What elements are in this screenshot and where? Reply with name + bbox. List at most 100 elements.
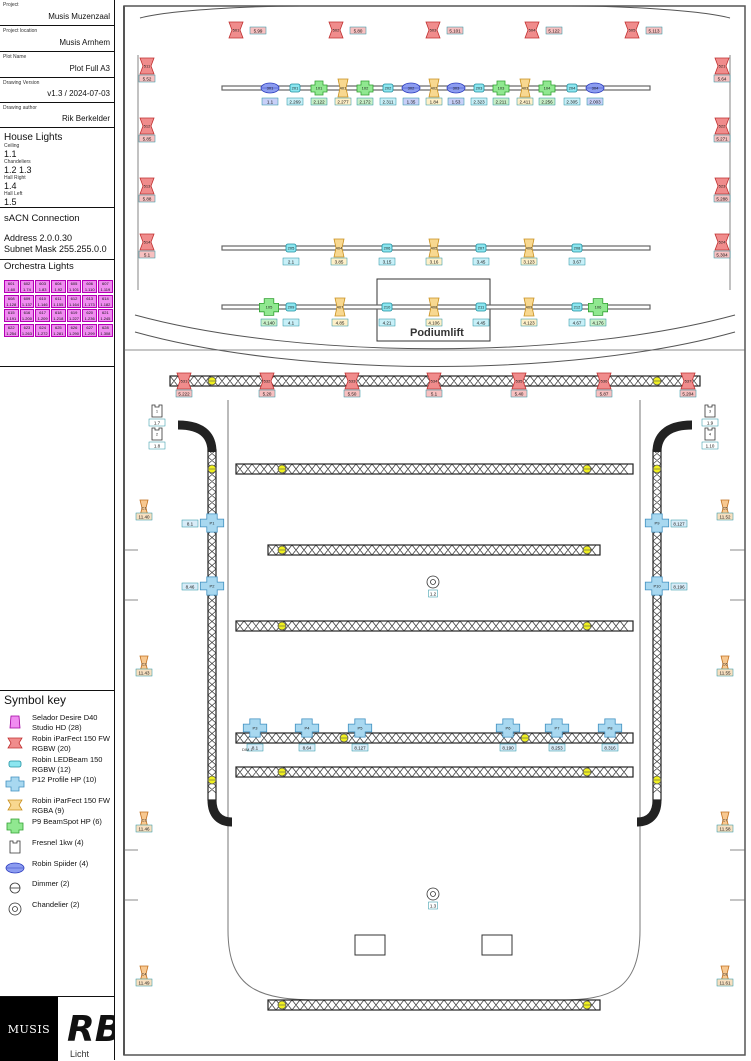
clamp-2 — [277, 464, 287, 474]
orchestra-cell-id: 604 — [54, 281, 62, 286]
truss-5 — [235, 732, 634, 744]
fixture-addr: 5.80 — [349, 26, 367, 35]
fixture-id: 511 — [144, 64, 151, 69]
key-row-selador: Selador Desire D40 Studio HD (28) — [0, 711, 114, 733]
fixture-addr: 1.1 — [261, 97, 279, 106]
fixture-P2: P2 8.46 — [181, 576, 225, 596]
fixture-addr: 8.1 — [246, 743, 264, 752]
fixture-id: 101 — [316, 86, 323, 91]
fixture-addr: 2.305 — [563, 97, 581, 106]
clamp-13 — [520, 733, 530, 743]
fixture-id: 513 — [144, 184, 151, 189]
fixture-id: 104 — [544, 86, 551, 91]
fixture-addr: 5.288 — [713, 194, 731, 203]
svg-text:5.304: 5.304 — [716, 253, 728, 258]
orchestra-cell-id: 627 — [86, 324, 94, 330]
ledbeam-icon — [8, 760, 22, 767]
clamp-9 — [582, 621, 592, 631]
svg-text:1.53: 1.53 — [452, 100, 461, 105]
house-hall-left-value: 1.5 — [4, 197, 17, 207]
svg-text:1.2: 1.2 — [430, 592, 437, 597]
fixture-id: 524 — [719, 240, 726, 245]
drawing-author: Rik Berkelder — [61, 114, 110, 123]
fixture-addr: 11.49 — [135, 978, 153, 987]
rb-licht-logo: RB Licht — [58, 997, 122, 1061]
fixture-addr: 8.46 — [181, 582, 199, 591]
fixture-addr: 3.67 — [568, 257, 586, 266]
fixture-addr: 8.127 — [670, 519, 688, 528]
fixture-id: 212 — [574, 305, 581, 310]
sacn-subnet: Subnet Mask 255.255.0.0 — [4, 244, 107, 254]
truss-2 — [235, 463, 634, 475]
svg-text:2.411: 2.411 — [520, 100, 531, 105]
svg-text:3.85: 3.85 — [335, 260, 344, 265]
fixture-id: 523 — [719, 184, 726, 189]
orchestra-cell-addr: 1.164 — [68, 301, 79, 307]
svg-text:1.1: 1.1 — [267, 100, 274, 105]
orchestra-cell-addr: 1.218 — [53, 316, 64, 322]
fixture-addr: 1.10 — [701, 441, 719, 450]
house-hall-left-label: Hall Left — [4, 191, 23, 197]
fixture-id: 302 — [408, 86, 415, 91]
orchestra-cell-id: 615 — [7, 310, 15, 316]
fixture-addr: 2.269 — [286, 97, 304, 106]
fixture-id: 503 — [430, 28, 437, 33]
clamp-7 — [582, 545, 592, 555]
fixture-addr: 5.113 — [645, 26, 663, 35]
orchestra-cell-id: 619 — [70, 310, 78, 316]
orchestra-cell-id: 603 — [39, 281, 46, 286]
svg-text:8.127: 8.127 — [673, 522, 685, 527]
fixture-id: C2 — [141, 662, 147, 667]
clamp-5 — [652, 464, 662, 474]
svg-text:1.8: 1.8 — [154, 444, 161, 449]
fixture-id: 406 — [526, 246, 533, 251]
fixture-addr: 5.50 — [343, 389, 361, 398]
clamp-17 — [652, 775, 662, 785]
orchestra-cell-id: 620 — [86, 310, 94, 316]
fixture-addr: 8.127 — [351, 743, 369, 752]
musis-logo: MUSIS — [0, 997, 58, 1061]
plot-caption: Plot Name — [3, 54, 27, 60]
orchestra-cell-addr: 1.119 — [100, 287, 111, 292]
svg-text:1.10: 1.10 — [706, 444, 715, 449]
fixture-P7: P78.253 — [544, 718, 570, 752]
svg-text:8.196: 8.196 — [673, 585, 685, 590]
key-row-chandelier: Chandelier (2) — [0, 898, 114, 920]
fixture-addr: 5.1 — [425, 389, 443, 398]
fixture-2: 21.8 — [148, 427, 166, 450]
fixture-id: 303 — [453, 86, 460, 91]
orchestra-cell-addr: 1.245 — [100, 316, 111, 322]
svg-text:2.003: 2.003 — [589, 100, 601, 105]
house-lights-title: House Lights — [4, 132, 63, 143]
fixture-id: P2 — [210, 584, 216, 589]
orchestra-cell-addr: 1.128 — [6, 301, 17, 307]
fixture-id: C8 — [722, 972, 728, 977]
dimmer-label: DIM 1 — [242, 747, 253, 752]
truss-left-curve-bottom — [207, 799, 233, 827]
orchestra-cell-addr: 1.155 — [53, 301, 64, 307]
fixture-addr: 3.16 — [425, 257, 443, 266]
